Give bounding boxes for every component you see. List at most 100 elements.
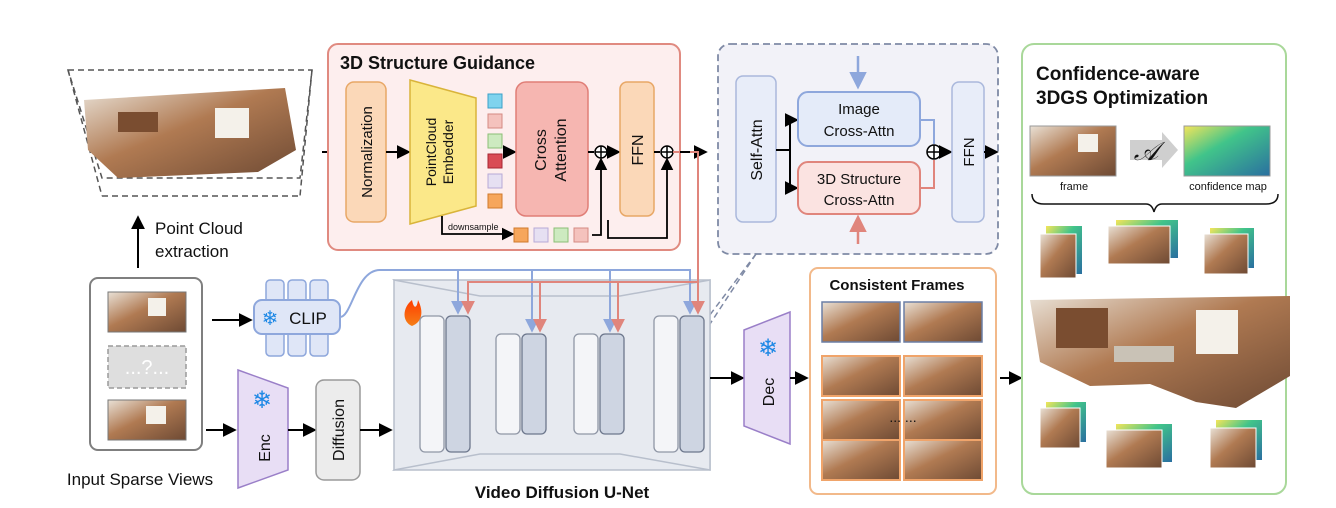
unet-attention-layer	[445, 315, 471, 453]
frame-thumbnail	[821, 399, 901, 441]
camera-card	[1107, 225, 1171, 265]
unet-layer	[495, 333, 521, 435]
point-token	[487, 93, 503, 109]
frustum-line	[299, 69, 313, 197]
unet-caption: Video Diffusion U-Net	[475, 483, 650, 502]
unet-attention-layer	[679, 315, 705, 453]
dec-block	[743, 310, 791, 446]
point-cloud-cabinet	[118, 112, 158, 132]
frame-thumbnail	[903, 301, 983, 343]
downsampled-token	[533, 227, 549, 243]
point-token	[487, 193, 503, 209]
residual-skip-line	[607, 157, 674, 239]
zoom-guide-line	[705, 253, 757, 331]
camera-card	[1203, 233, 1249, 275]
snowflake-icon: ❄	[758, 335, 778, 362]
scene-cabinet	[1056, 308, 1108, 348]
confidence-map-label: confidence map	[1189, 181, 1267, 193]
image-branch-merge	[920, 119, 935, 144]
snowflake-icon: ❄	[262, 308, 279, 330]
point-token	[487, 113, 503, 129]
extraction-label-line1: Point Cloud	[155, 219, 243, 238]
unet-shape	[393, 279, 711, 471]
embedder-label-line2: Embedder	[440, 119, 456, 184]
frame-thumbnail	[1029, 125, 1117, 177]
enc-block	[237, 368, 289, 490]
frames-ellipsis: ... ...	[889, 409, 916, 425]
optimization-title-line2: 3DGS Optimization	[1036, 88, 1208, 109]
point-token	[487, 153, 503, 169]
structure-cross-attn-label-line1: 3D Structure	[817, 171, 901, 188]
attention-detail-panel: Self-Attn Image Cross-Attn 3D Structure …	[705, 43, 999, 331]
image-condition-bus	[458, 269, 697, 315]
camera-card	[1039, 233, 1077, 279]
frame-thumbnail	[821, 355, 901, 397]
image-cross-attn-label-line1: Image	[838, 101, 880, 118]
scene-window	[1196, 310, 1238, 354]
flow-branch-down	[784, 150, 799, 195]
flow-branch-up	[784, 113, 799, 150]
unknown-view-box	[107, 345, 187, 389]
normalization-label: Normalization	[359, 106, 376, 198]
dec-label: Dec	[761, 378, 778, 406]
structure-guidance-panel: 3D Structure Guidance Normalization Poin…	[327, 43, 708, 251]
cross-attention-label-line1: Cross	[533, 129, 550, 171]
conditioning-encoders: ❄ CLIP ❄ Enc Diffusion	[206, 269, 458, 490]
unet-attention-layer	[599, 333, 625, 435]
scene-counter	[1114, 346, 1174, 362]
point-cloud-image	[84, 88, 296, 178]
point-cloud-window	[215, 108, 249, 138]
camera-view-cards	[1030, 220, 1290, 469]
residual-skip-line	[592, 157, 608, 236]
input-view-window	[146, 406, 166, 424]
frame-thumbnail	[903, 439, 983, 481]
video-diffusion-unet: Video Diffusion U-Net	[392, 151, 745, 502]
guidance-title: 3D Structure Guidance	[340, 53, 535, 73]
camera-card	[1209, 427, 1257, 469]
input-view-thumbnail	[107, 291, 187, 333]
fire-icon	[404, 300, 422, 326]
downsampled-token	[573, 227, 589, 243]
ffn-block	[619, 81, 655, 217]
cross-attention-block	[515, 81, 589, 217]
input-views-caption: Input Sparse Views	[67, 470, 213, 489]
point-token-column	[487, 93, 503, 209]
downsampled-token	[553, 227, 569, 243]
structure-branch-merge	[920, 160, 935, 189]
frustum-line	[67, 69, 103, 197]
self-attn-label: Self-Attn	[749, 119, 766, 180]
optimization-title-line1: Confidence-aware	[1036, 64, 1200, 85]
cross-attention-label-line2: Attention	[553, 118, 570, 181]
downsample-arrow	[441, 216, 515, 241]
unet-layer	[573, 333, 599, 435]
zoom-guide-line	[705, 253, 757, 321]
point-token	[487, 173, 503, 189]
clip-condition-line	[339, 269, 458, 318]
embedder-label-line1: PointCloud	[423, 118, 439, 187]
extraction-label-line2: extraction	[155, 242, 229, 261]
optimization-panel: Confidence-aware 3DGS Optimization 𝒜 fra…	[1021, 43, 1290, 495]
clip-label: CLIP	[289, 309, 327, 328]
pointcloud-embedder-block	[409, 79, 477, 225]
frame-window	[1078, 134, 1098, 152]
downsampled-token	[513, 227, 529, 243]
point-cloud-region: Point Cloud extraction	[66, 69, 343, 268]
enc-label: Enc	[257, 434, 274, 462]
consistent-frames-title: Consistent Frames	[829, 277, 964, 294]
diffusion-label: Diffusion	[331, 399, 348, 461]
frame-thumbnail	[821, 439, 901, 481]
point-cloud-frustum	[66, 69, 313, 179]
frame-thumbnail	[903, 399, 983, 441]
unet-layer	[653, 315, 679, 453]
frame-thumbnail	[903, 355, 983, 397]
unet-attention-layer	[521, 333, 547, 435]
ffn-label: FFN	[630, 134, 647, 165]
input-sparse-views: ...?... Input Sparse Views	[67, 277, 213, 489]
operator-arrow-icon	[1130, 132, 1178, 168]
camera-card	[1039, 407, 1081, 449]
input-view-window	[148, 298, 166, 316]
confidence-map-thumbnail	[1183, 125, 1271, 177]
brace	[1031, 193, 1279, 213]
frame-label: frame	[1060, 181, 1088, 193]
structure-cross-attn-label-line2: Cross-Attn	[824, 192, 895, 209]
